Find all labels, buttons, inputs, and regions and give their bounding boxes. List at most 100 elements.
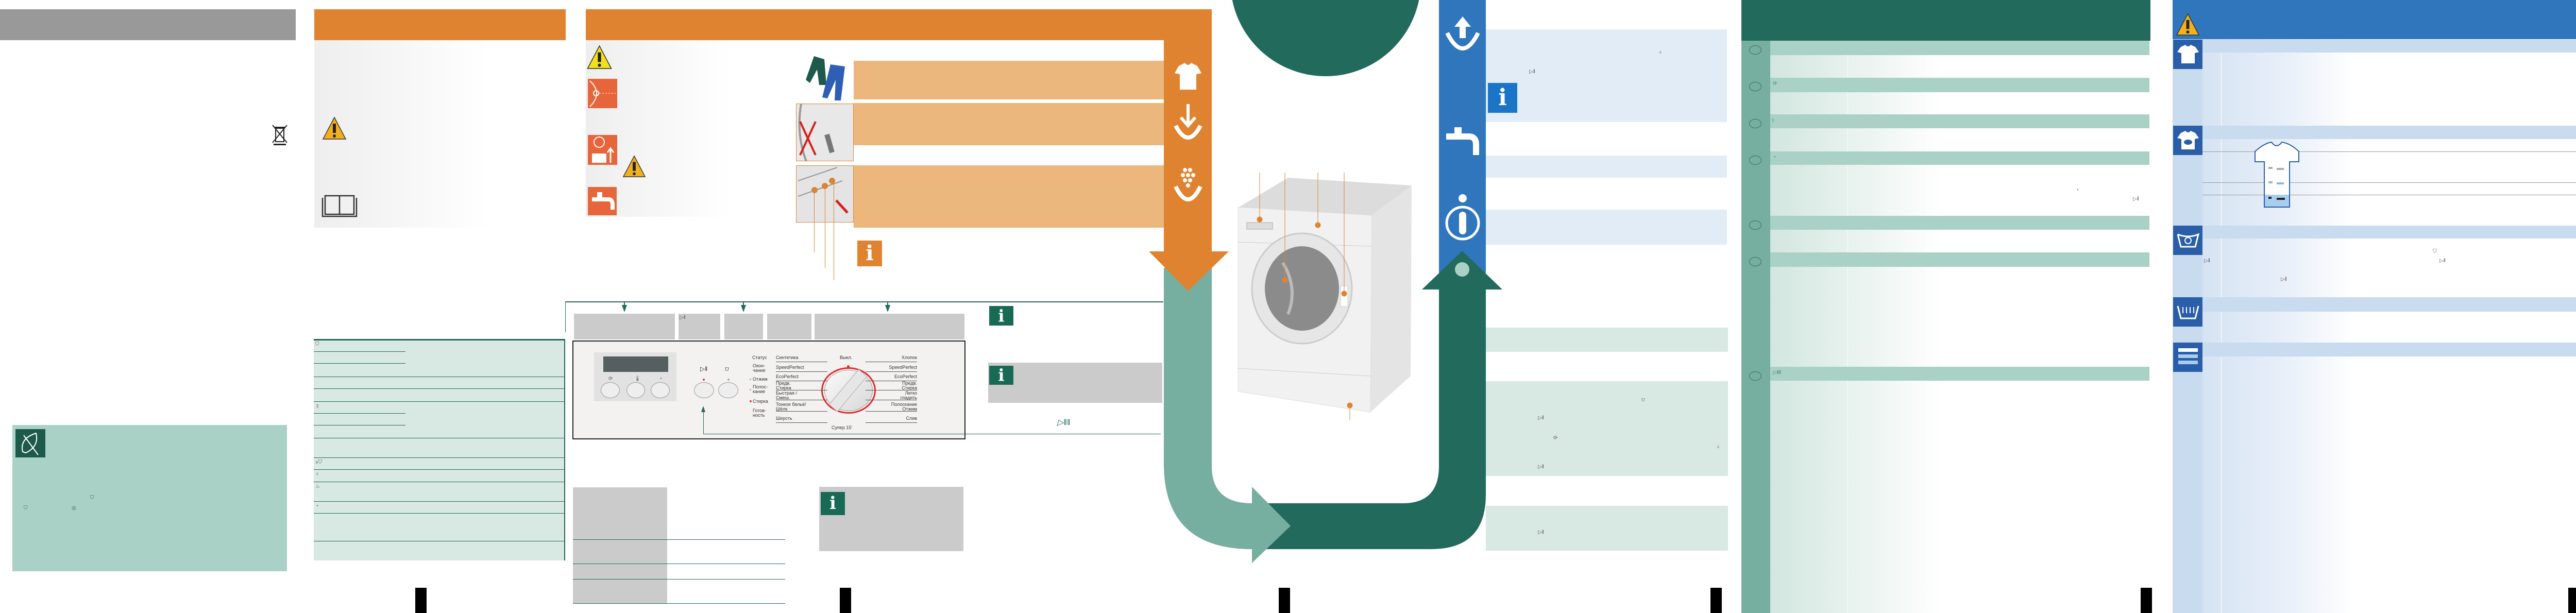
program-label: SpeedPerfect <box>866 365 917 372</box>
table-row-divider <box>314 363 405 364</box>
start-pause-icon: ▷ǁ <box>1538 415 1544 421</box>
table-row-divider <box>314 457 565 458</box>
pointer-arrow <box>741 305 746 312</box>
callout-rinse <box>724 314 763 339</box>
note-box-blue <box>1486 156 1727 178</box>
setting-band <box>1770 41 2149 55</box>
program-label: Предв. Стирка <box>776 381 827 390</box>
step-circle <box>1749 156 1761 165</box>
washing-machine-image <box>1238 173 1412 420</box>
page-marker <box>2141 588 2152 613</box>
pointer-arrow <box>622 305 627 312</box>
setting-band <box>1770 216 2149 230</box>
rinse-icon: ⩌ <box>1641 397 1645 403</box>
program-label: Тонкое бельё/ Шёлк <box>776 402 827 412</box>
rinse-icon: ⩌ <box>725 365 729 372</box>
start-pause-icon: ▷ǁǁ <box>1057 418 1071 427</box>
eye-icon <box>588 79 617 108</box>
callout-status <box>767 314 811 339</box>
shirt-icon <box>2173 40 2202 69</box>
start-pause-icon: ▷ǁ <box>700 365 708 372</box>
progress-dot <box>1455 262 1469 277</box>
display-screen <box>603 356 668 372</box>
clothes-image <box>806 56 845 100</box>
detergent-icon <box>1174 168 1202 201</box>
step-circle <box>1749 82 1761 91</box>
start-arrow-head <box>701 406 705 412</box>
guide-line <box>2202 182 2576 183</box>
start-pause-icon: ▷ǁ <box>1538 464 1544 470</box>
rinse-led <box>727 379 730 381</box>
note-box-green <box>1486 381 1728 476</box>
step-sort-laundry <box>854 61 1164 99</box>
settings-sidebar <box>1741 41 1770 613</box>
status-led <box>750 379 751 380</box>
pointer-arrow <box>885 305 890 312</box>
step-add-detergent <box>854 165 1164 228</box>
wash-timer-icon <box>2173 226 2202 255</box>
note-box-green <box>1486 328 1728 352</box>
temperature-icon: ǀ <box>1772 118 1774 124</box>
start-led <box>703 379 705 381</box>
callout-programs <box>815 314 964 339</box>
book-icon <box>321 195 358 217</box>
guide-header <box>2173 0 2576 39</box>
setting-band <box>1770 252 2149 267</box>
timer-button <box>651 382 670 398</box>
start-pause-icon: ▷ǁ <box>2439 258 2446 264</box>
orange-bar <box>1164 9 1212 251</box>
status-label: Стирка <box>753 399 768 404</box>
guide-band <box>2202 343 2576 356</box>
info-icon: i <box>989 306 1013 326</box>
start-pause-icon: ▷ǁ <box>680 315 686 320</box>
temperature-button <box>626 382 645 398</box>
leaf-icon <box>15 429 45 457</box>
info-icon: i <box>857 241 882 266</box>
start-pause-button <box>694 382 714 398</box>
setting-band <box>1770 367 2149 381</box>
program-label: Предв. Стирка <box>866 381 917 390</box>
settings-header <box>1741 0 2150 41</box>
layers-icon <box>2173 343 2202 372</box>
column-divider <box>2221 52 2222 613</box>
status-label: Статус <box>752 355 767 360</box>
connector-line <box>743 302 744 306</box>
control-panel: ⟳ 🌡︎ ◔ ▷ǁ ⩌ <box>572 340 965 439</box>
warning-icon <box>587 45 612 69</box>
cotton-icon: ⛉ <box>2433 249 2437 254</box>
safety-box <box>314 40 566 228</box>
upload-icon <box>1445 16 1480 50</box>
warning-icon <box>322 116 347 140</box>
note-box-blue <box>1486 210 1727 245</box>
start-pause-icon: ▷ǁ <box>2204 258 2210 264</box>
start-pause-icon: ▷ǁǁ <box>1773 370 1781 376</box>
program-label: Легко гладить <box>866 391 917 400</box>
dial-off-label: Выкл. <box>840 355 853 360</box>
program-label: EcoPerfect <box>866 374 917 381</box>
program-label: EcoPerfect <box>776 374 827 381</box>
rinse-hold-button <box>718 382 738 398</box>
display-legend-box <box>573 487 667 603</box>
legend-divider <box>573 603 785 604</box>
step-circle <box>1749 220 1761 230</box>
note-box-blue <box>1486 29 1727 122</box>
start-pause-icon: ▷ǁ <box>1538 530 1544 535</box>
status-label: Полос- кание <box>753 384 768 394</box>
stain-shirt-icon <box>2173 126 2202 155</box>
eco-tip-box: ⛉ ⛉ ◎ <box>12 425 287 571</box>
info-icon: i <box>1488 83 1517 113</box>
start-pause-icon: ▷ǁ <box>2133 196 2139 202</box>
cotton-icon: ⛉ <box>24 505 28 511</box>
table-row-divider <box>314 388 565 389</box>
step-circle <box>1749 371 1761 381</box>
setting-band <box>1770 114 2149 128</box>
guide-line <box>2202 151 2576 152</box>
program-label: Синтетика <box>776 355 827 362</box>
warning-icon <box>622 155 646 177</box>
program-label: Слив <box>866 416 917 423</box>
tap-icon <box>588 187 617 215</box>
leader-line <box>814 191 815 252</box>
page-marker <box>2568 588 2576 613</box>
table-row-divider <box>314 351 405 352</box>
status-label: Отжим <box>753 377 768 382</box>
